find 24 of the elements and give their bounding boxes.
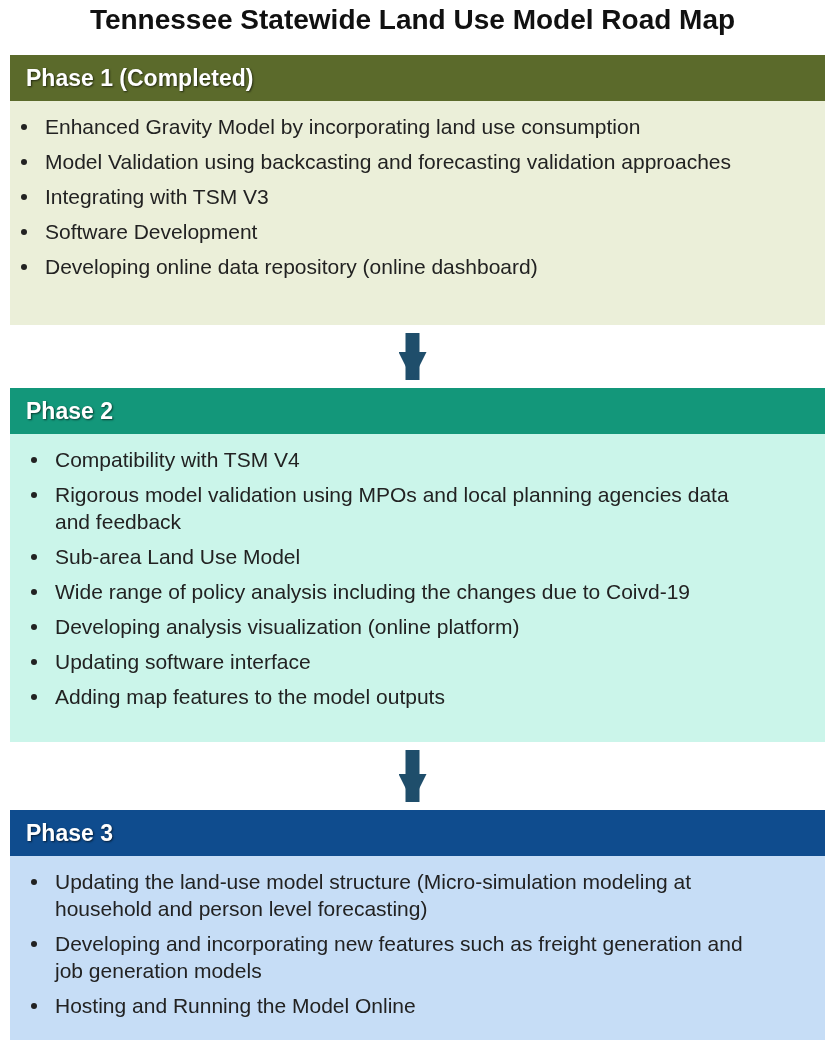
bullet-item: Updating software interface — [55, 650, 311, 673]
bullet-item: Wide range of policy analysis including the changes due to Coivd-19 — [55, 580, 691, 603]
bullet-item: Rigorous model validation using MPOs and local planning agencies data and feedback — [55, 483, 729, 533]
arrow — [398, 750, 427, 802]
bullet-item: Enhanced Gravity Model by incorporating land use consumption — [45, 115, 641, 138]
bullet-item: Adding map features to the model outputs — [55, 685, 445, 708]
bullet-item: Model Validation using backcasting and forecasting validation approaches — [45, 150, 732, 173]
bullet-item: Software Development — [45, 220, 258, 243]
phase-panel — [10, 810, 825, 1040]
bullet-item: Hosting and Running the Model Online — [55, 994, 416, 1017]
bullet-item: Updating the land-use model structure (Micro-simulation modeling at household and person level forecasting) — [55, 870, 692, 920]
bullet-item: Developing analysis visualization (online platform) — [55, 615, 520, 638]
phase-heading: Phase 3 — [10, 810, 825, 856]
arrow — [398, 333, 427, 380]
phase-heading: Phase 1 (Completed) — [10, 55, 825, 101]
bullet-item: Integrating with TSM V3 — [45, 185, 269, 208]
diagram-title: Tennessee Statewide Land Use Model Road Map — [88, 4, 737, 36]
bullet-item: Developing online data repository (online dashboard) — [45, 255, 538, 278]
bullet-item: Sub-area Land Use Model — [55, 545, 301, 568]
bullet-item: Compatibility with TSM V4 — [55, 448, 300, 471]
phase-panel — [10, 388, 825, 742]
phase-panel — [10, 55, 825, 325]
phase-heading: Phase 2 — [10, 388, 825, 434]
bullet-item: Developing and incorporating new features such as freight generation and job generation models — [55, 932, 743, 982]
